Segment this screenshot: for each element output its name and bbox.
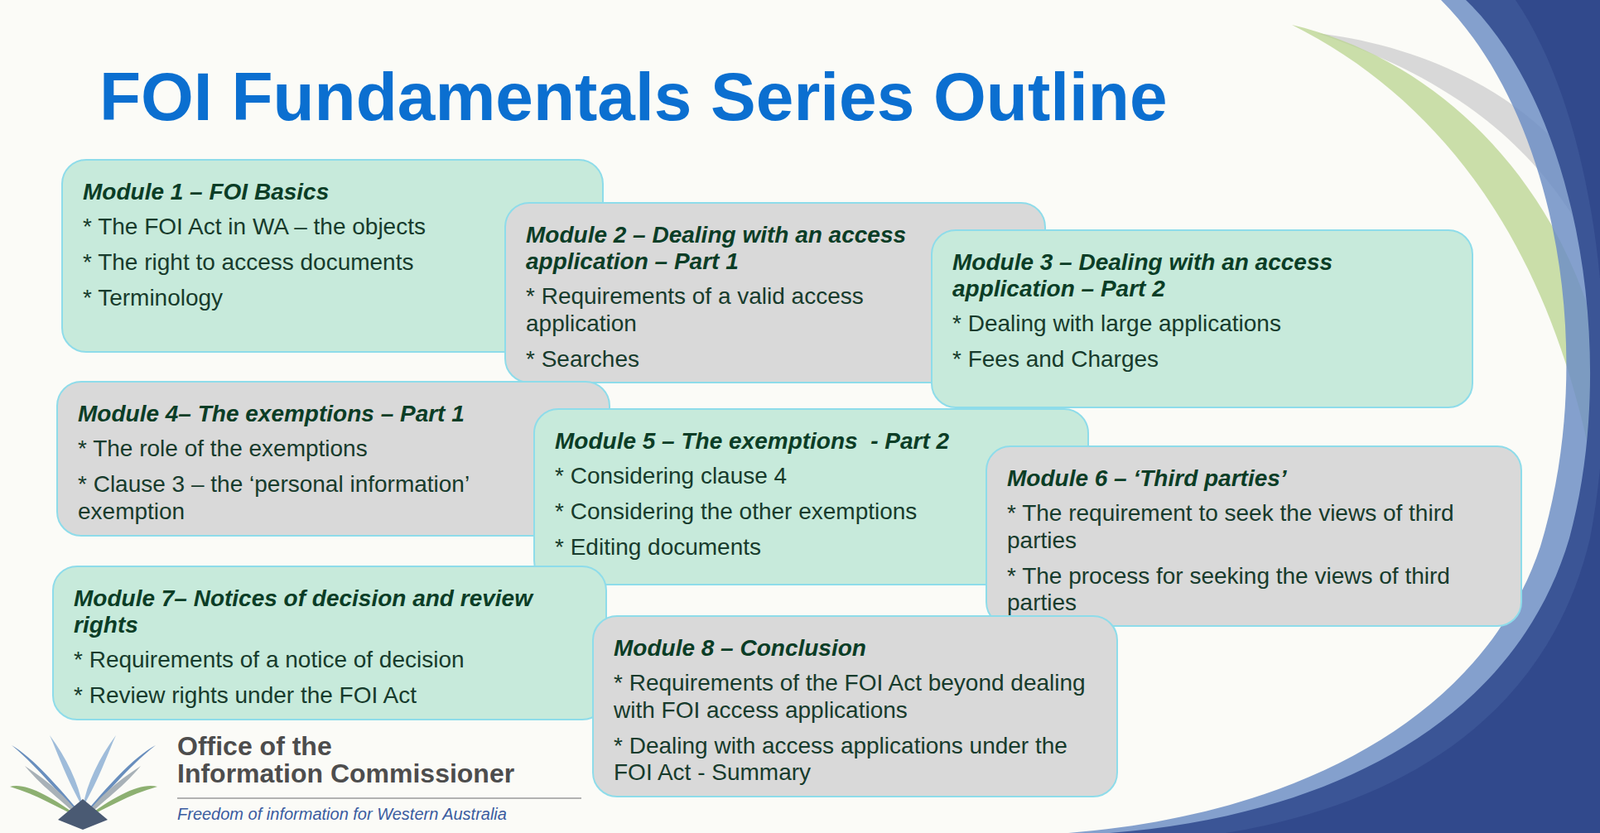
module-bullet: * Review rights under the FOI Act — [73, 682, 596, 710]
module-bullet: * Considering clause 4 — [554, 462, 1019, 491]
module-heading: Module 7– Notices of decision and review… — [73, 585, 596, 639]
logo-tagline: Freedom of information for Western Austr… — [177, 804, 507, 825]
module-bullet: * The role of the exemptions — [77, 435, 559, 463]
logo-rule — [177, 797, 582, 800]
module-bullet: * Considering the other exemptions — [554, 498, 1019, 526]
module-bullet: * The requirement to seek the views of t… — [1007, 500, 1471, 555]
module-box: Module 3 – Dealing with an access applic… — [930, 229, 1474, 409]
module-heading: Module 8 – Conclusion — [613, 635, 1094, 662]
module-bullet: * Clause 3 – the ‘personal information’ … — [77, 471, 559, 526]
module-bullet: * Editing documents — [554, 534, 1019, 562]
module-heading: Module 2 – Dealing with an access applic… — [525, 221, 974, 275]
logo-text: Information Commissioner — [177, 758, 515, 790]
module-heading: Module 4– The exemptions – Part 1 — [77, 400, 559, 428]
module-bullet: * Requirements of the FOI Act beyond dea… — [613, 669, 1094, 725]
module-bullet: * Requirements of a notice of decision — [73, 646, 596, 675]
module-bullet: * Terminology — [82, 284, 547, 313]
module-box: Module 6 – ‘Third parties’ * The requirem… — [985, 445, 1523, 627]
module-heading: Module 6 – ‘Third parties’ — [1007, 465, 1471, 492]
module-bullet: * The process for seeking the views of t… — [1007, 563, 1471, 618]
module-box: Module 7– Notices of decision and review… — [52, 565, 608, 721]
module-bullet: * The right to access documents — [82, 249, 547, 277]
module-bullet: * The FOI Act in WA – the objects — [82, 213, 547, 241]
module-box: Module 8 – Conclusion * Requirements of t… — [592, 615, 1119, 798]
module-heading: Module 5 – The exemptions - Part 2 — [554, 428, 1019, 455]
module-bullet: * Dealing with large applications — [952, 310, 1400, 338]
module-bullet: * Searches — [525, 346, 974, 374]
module-heading: Module 3 – Dealing with an access applic… — [952, 249, 1400, 303]
logo-wings — [9, 735, 158, 830]
module-box: Module 4– The exemptions – Part 1 * The r… — [56, 380, 611, 537]
slide-title: FOI Fundamentals Series Outline — [99, 62, 1168, 131]
navy-inner-swoosh — [1225, 0, 1600, 833]
module-bullet: * Requirements of a valid access applica… — [525, 283, 974, 338]
logo-text: Office of the — [177, 731, 333, 762]
module-bullet: * Fees and Charges — [952, 346, 1400, 374]
module-heading: Module 1 – FOI Basics — [82, 178, 547, 206]
module-bullet: * Dealing with access applications under… — [613, 732, 1094, 788]
